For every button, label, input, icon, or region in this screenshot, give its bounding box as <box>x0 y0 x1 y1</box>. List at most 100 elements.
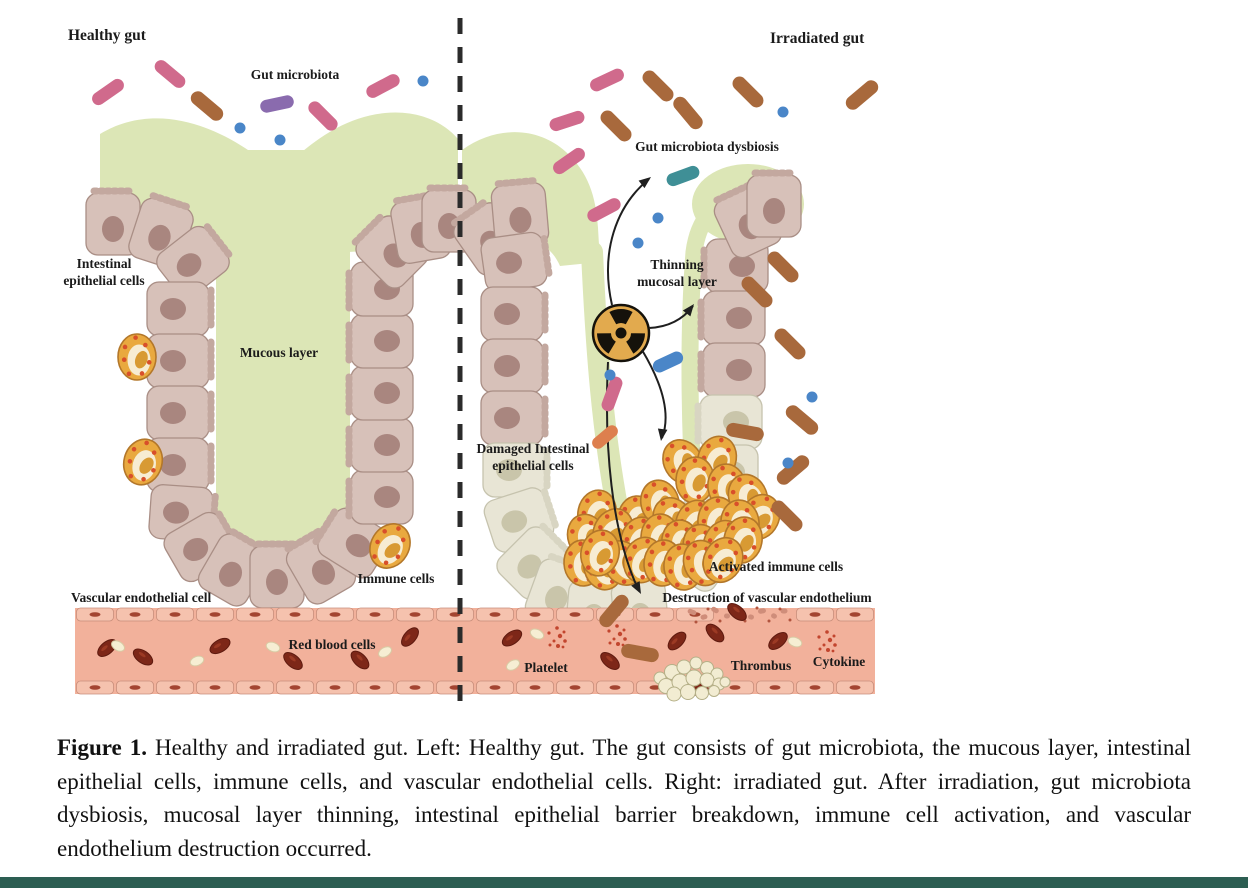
label-thinning-mucosal-layer: Thinning mucosal layer <box>637 256 717 290</box>
damaged-epithelial-cell <box>482 442 551 498</box>
right-panel-title: Irradiated gut <box>770 30 865 47</box>
red-blood-cell <box>705 623 725 643</box>
bacterium-rod-brown <box>776 455 810 485</box>
radiation-icon <box>591 303 651 363</box>
immune-cell <box>702 536 744 584</box>
epithelial-cell <box>480 286 549 342</box>
epithelial-cell <box>146 281 215 337</box>
bacterium-rod-brown <box>599 594 629 628</box>
red-blood-cell <box>768 632 788 650</box>
epithelial-cell <box>146 437 215 493</box>
figure-caption: Figure 1. Healthy and irradiated gut. Le… <box>57 731 1191 865</box>
figure-number: Figure 1. <box>57 735 147 760</box>
blood-vessel <box>75 603 875 702</box>
bacterium-rod-orange <box>592 425 618 449</box>
epithelial-cell <box>697 290 766 346</box>
label-mucous-layer: Mucous layer <box>239 345 319 360</box>
caption-text: Healthy and irradiated gut. Left: Health… <box>57 735 1192 861</box>
bacterium-rod-purple <box>260 95 294 113</box>
red-blood-cell <box>209 637 231 655</box>
red-blood-cell <box>667 631 687 651</box>
label-gut-microbiota: Gut microbiota <box>250 67 340 82</box>
platelet <box>111 640 125 652</box>
red-blood-cell <box>600 652 620 670</box>
label-thrombus: Thrombus <box>730 658 792 673</box>
label-red-blood-cells: Red blood cells <box>288 637 376 652</box>
bacterium-coccus <box>782 457 794 469</box>
epithelial-cell <box>746 169 802 238</box>
immune-cell <box>579 529 621 577</box>
damaged-epithelial-cell <box>496 522 574 600</box>
bacterium-rod-brown <box>785 405 819 435</box>
immune-cell <box>369 523 411 569</box>
page-footer-bar <box>0 877 1248 888</box>
thrombus <box>653 656 731 702</box>
bacterium-coccus <box>652 212 664 224</box>
red-blood-cell <box>350 650 370 670</box>
bacterium-rod-pink <box>549 110 585 132</box>
epithelial-cell <box>146 385 215 441</box>
platelet <box>378 646 392 658</box>
red-blood-cell <box>727 603 747 621</box>
bacterium-rod-brown <box>642 70 674 102</box>
bacterium-rod-pink <box>601 376 623 412</box>
label-destruction-vascular-endothelium: Destruction of vascular endothelium <box>662 590 872 605</box>
bacterium-rod-pink <box>308 101 338 131</box>
epithelial-cell <box>490 176 550 248</box>
bacterium-rod-brown <box>621 643 659 663</box>
label-line: Damaged Intestinal <box>476 441 590 456</box>
cytokine-cluster <box>607 624 627 647</box>
bacterium-rod-brown <box>726 422 764 442</box>
immune-cell <box>117 333 157 381</box>
label-damaged-epithelial-cells: Damaged Intestinal epithelial cells <box>477 440 590 474</box>
platelet <box>506 659 520 671</box>
damaged-epithelial-cell <box>694 394 763 450</box>
bacterium-rod-pink <box>154 60 186 88</box>
gut-bacteria <box>92 60 879 663</box>
label-immune-cells: Immune cells <box>357 571 435 586</box>
red-blood-cell <box>283 652 303 670</box>
gut-figure: Healthy gut Irradiated gut Gut microbiot… <box>63 18 879 702</box>
bacterium-rod-brown <box>774 328 806 360</box>
epithelial-cell <box>697 342 766 398</box>
epithelial-cells <box>85 169 802 645</box>
bacterium-rod-brown <box>732 76 764 108</box>
red-blood-cell <box>501 629 523 647</box>
epithelial-cell <box>146 333 215 389</box>
label-line: Intestinal <box>76 256 132 271</box>
bacterium-rod-teal <box>666 165 700 187</box>
bacterium-coccus <box>806 391 818 403</box>
label-line: epithelial cells <box>492 458 574 473</box>
epithelial-cell <box>345 417 414 473</box>
bacterium-rod-pink <box>590 68 624 92</box>
label-vascular-endothelial-cell: Vascular endothelial cell <box>71 590 212 605</box>
bacterium-coccus <box>234 122 246 134</box>
bacterium-coccus <box>632 237 644 249</box>
red-blood-cell <box>132 648 154 666</box>
bacterium-rod-pink <box>553 147 585 175</box>
epithelial-cell <box>480 231 553 293</box>
gut-illustration <box>75 18 879 702</box>
epithelial-cell <box>480 390 549 446</box>
left-panel-title: Healthy gut <box>68 27 146 44</box>
label-gut-microbiota-dysbiosis: Gut microbiota dysbiosis <box>635 139 779 154</box>
epithelial-cell <box>480 338 549 394</box>
label-line: epithelial cells <box>63 273 145 288</box>
bacterium-coccus <box>604 369 616 381</box>
bacterium-rod-brown <box>190 91 224 121</box>
bacterium-rod-pink <box>366 74 400 98</box>
platelet <box>529 628 545 640</box>
label-intestinal-epithelial-cells: Intestinal epithelial cells <box>63 255 144 289</box>
immune-cell <box>122 438 164 486</box>
label-activated-immune-cells: Activated immune cells <box>708 559 844 574</box>
epithelial-cell <box>345 469 414 525</box>
bacterium-rod-brown <box>600 110 632 142</box>
epithelial-cell <box>156 223 235 299</box>
platelet <box>265 641 281 653</box>
epithelial-cell <box>345 313 414 369</box>
bacterium-rod-brown <box>767 251 799 283</box>
platelet <box>189 655 205 667</box>
bacterium-rod-brown <box>771 500 803 532</box>
bacterium-rod-pink <box>92 78 124 106</box>
